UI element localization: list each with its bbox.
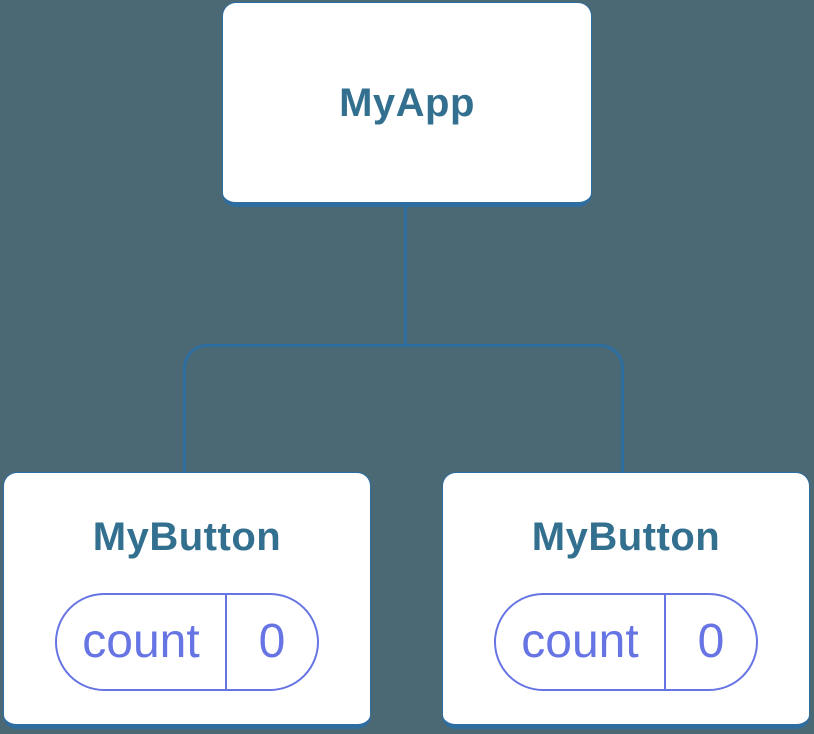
connector-bracket <box>183 344 624 472</box>
state-value: 0 <box>258 615 286 668</box>
state-key: count <box>521 615 639 668</box>
node-mybutton-left-label: MyButton <box>92 515 282 559</box>
node-myapp: MyApp <box>222 2 592 207</box>
state-pill-right: count 0 <box>494 593 758 691</box>
state-pill-left: count 0 <box>55 593 319 691</box>
state-divider <box>664 595 666 689</box>
node-mybutton-right: MyButton count 0 <box>442 472 810 729</box>
state-key: count <box>82 615 200 668</box>
state-value: 0 <box>697 615 725 668</box>
state-divider <box>225 595 227 689</box>
node-myapp-label: MyApp <box>339 80 475 125</box>
node-mybutton-right-label: MyButton <box>531 515 721 559</box>
connector-stem <box>404 207 407 344</box>
node-mybutton-left: MyButton count 0 <box>3 472 371 729</box>
